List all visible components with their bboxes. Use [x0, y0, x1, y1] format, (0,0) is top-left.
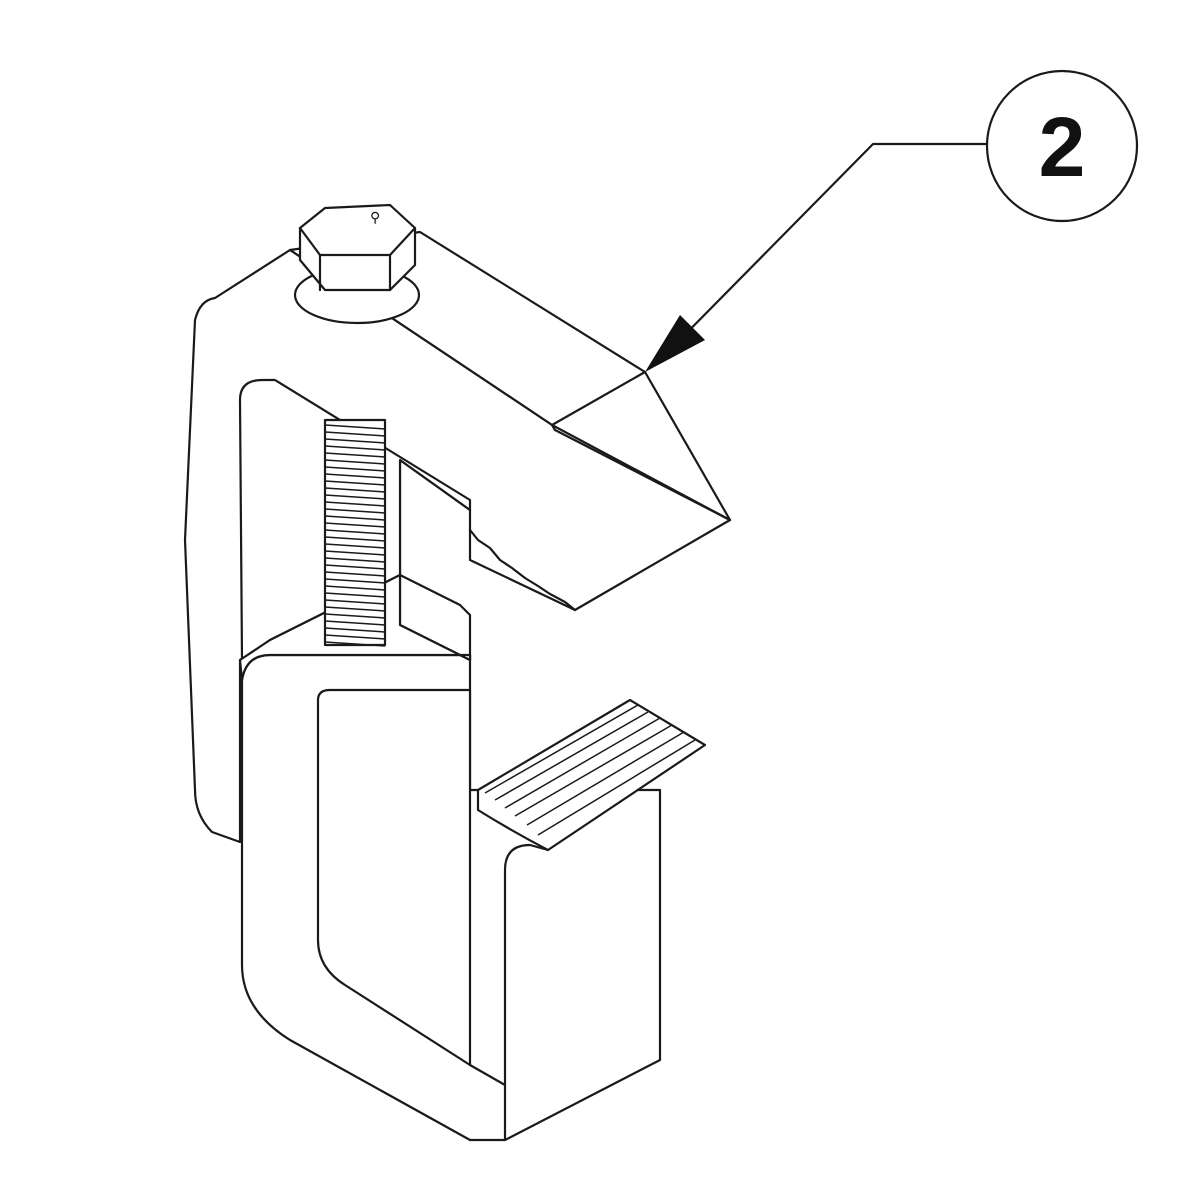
thread-line: [324, 494, 386, 500]
thread-line: [324, 473, 386, 479]
thread-line: [324, 445, 386, 451]
bolt-head-marking: ⚲: [370, 209, 380, 225]
hex-bolt-head: ⚲: [293, 203, 421, 325]
thread-line: [324, 585, 386, 591]
thread-line: [324, 592, 386, 598]
thread-line: [324, 634, 386, 640]
thread-line: [324, 466, 386, 472]
lower-jaw-serrations: [476, 698, 707, 852]
thread-line: [324, 501, 386, 507]
thread-line: [324, 459, 386, 465]
thread-line: [324, 431, 386, 437]
arrowhead-icon: [645, 315, 705, 372]
thread-line: [324, 438, 386, 444]
thread-line: [324, 557, 386, 563]
callout-leader: [645, 142, 989, 372]
thread-line: [324, 613, 386, 619]
callout-bubble: 2: [985, 69, 1139, 223]
thread-line: [324, 424, 386, 430]
thread-line: [324, 627, 386, 633]
thread-line: [324, 536, 386, 542]
thread-line: [324, 599, 386, 605]
thread-line: [324, 522, 386, 528]
thread-line: [324, 641, 386, 647]
thread-line: [324, 508, 386, 514]
thread-line: [324, 620, 386, 626]
thread-line: [324, 564, 386, 570]
thread-line: [324, 529, 386, 535]
thread-line: [324, 578, 386, 584]
thread-line: [324, 550, 386, 556]
threaded-rod: [323, 418, 387, 647]
thread-line: [324, 452, 386, 458]
thread-line: [324, 487, 386, 493]
thread-line: [324, 515, 386, 521]
thread-line: [324, 480, 386, 486]
callout-number: 2: [1039, 100, 1086, 194]
thread-line: [324, 606, 386, 612]
thread-line: [324, 543, 386, 549]
thread-line: [324, 571, 386, 577]
lower-block: [240, 653, 662, 1142]
